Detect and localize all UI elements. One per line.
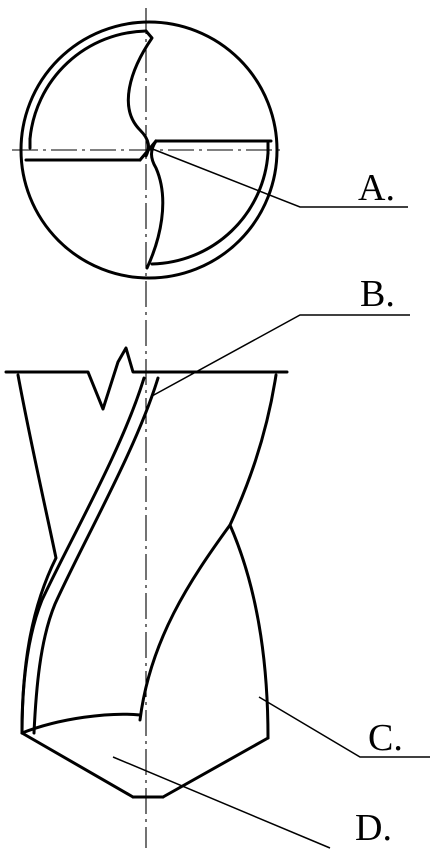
callout-b: B. — [360, 273, 395, 315]
end-view-lower-land — [150, 151, 270, 266]
drill-end-view — [19, 20, 279, 280]
callout-d: D. — [355, 807, 392, 849]
end-view-upper-land — [28, 29, 148, 141]
callout-a: A. — [358, 167, 395, 209]
drill-point-left-lip — [20, 731, 135, 799]
leader-d — [112, 756, 331, 849]
leader-b — [151, 314, 410, 397]
end-view-chisel-edge — [138, 139, 158, 162]
end-view-upper-cutting-face — [126, 29, 154, 158]
helix-flute-edge — [138, 523, 232, 722]
leader-c — [258, 696, 430, 758]
drill-point-cutting-lip — [20, 712, 142, 735]
helix-land-back-edge — [32, 376, 160, 735]
leader-a — [149, 147, 408, 208]
leaders — [112, 147, 430, 849]
drill-point-right-lip — [161, 736, 270, 799]
end-view-lower-cutting-face — [145, 139, 165, 270]
side-view-right-contour — [228, 373, 278, 740]
break-line — [4, 346, 289, 411]
helix-land-front-edge — [20, 376, 146, 735]
labels: A. B. C. D. — [355, 167, 403, 849]
drill-side-view — [4, 346, 289, 799]
end-view-outer-circle — [19, 20, 279, 280]
callout-c: C. — [368, 717, 403, 759]
